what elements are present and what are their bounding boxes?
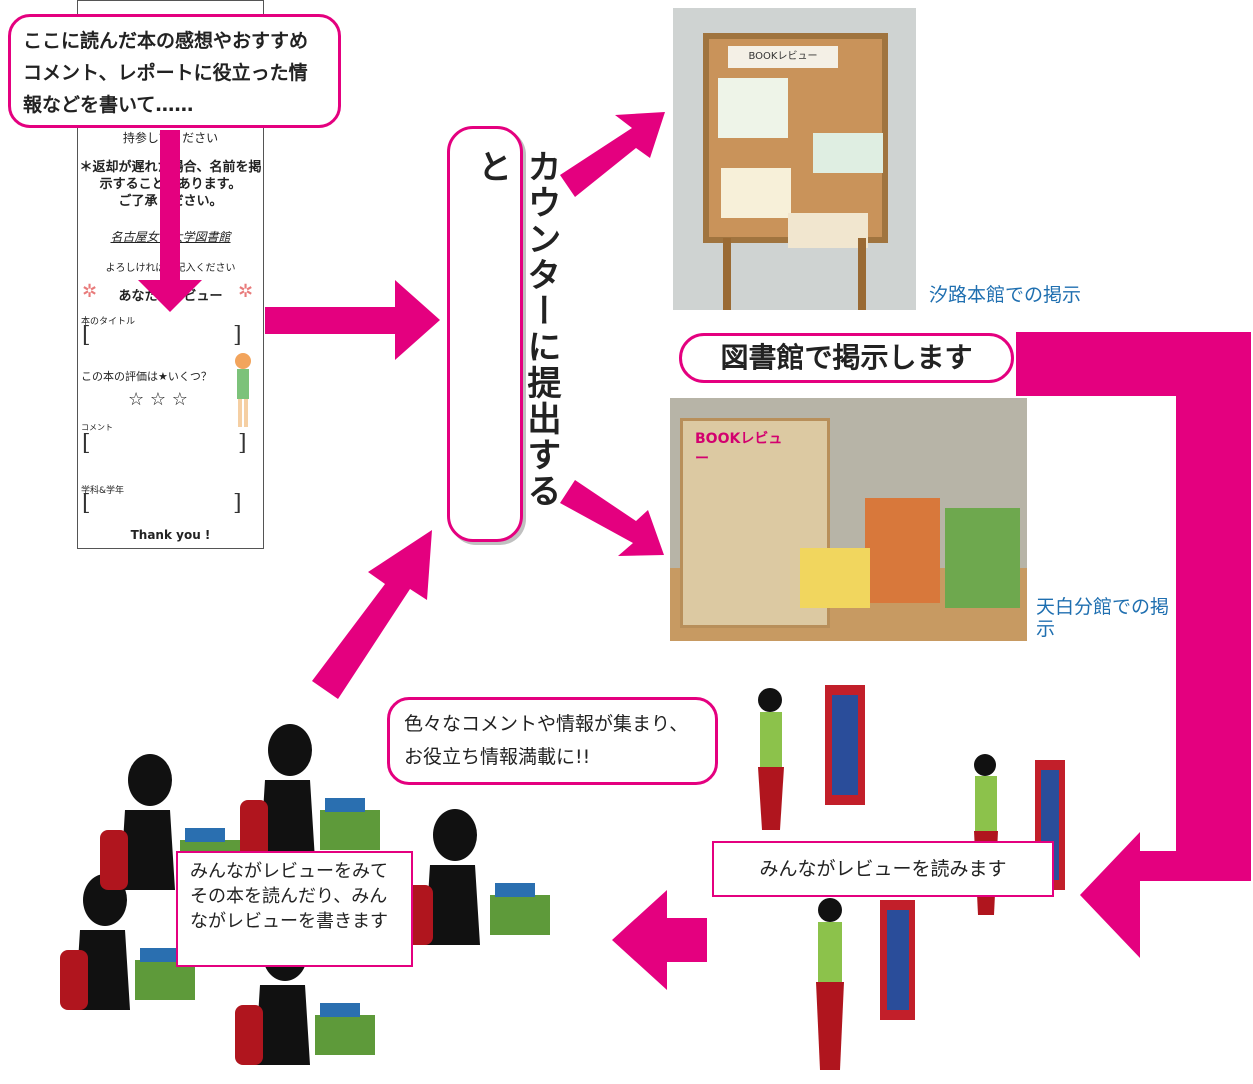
thanks-text: Thank you ! — [130, 528, 211, 542]
rating-stars: ☆ ☆ ☆ — [128, 389, 188, 410]
counter-bubble: カウンターに提出すると — [447, 126, 561, 542]
bracket: [ — [82, 323, 91, 348]
main-library-photo: BOOKレビュー — [673, 8, 916, 310]
board-title: BOOKレビュー — [728, 46, 838, 68]
main-library-caption: 汐路本館での掲示 — [929, 284, 1082, 306]
reader-figure — [758, 685, 865, 830]
rating-label: この本の評価は★いくつ？ — [81, 370, 212, 383]
instruction-bubble: ここに読んだ本の感想やおすすめコメント、レポートに役立った情報などを書いて…… — [8, 14, 341, 128]
girl-illustration — [235, 353, 251, 427]
dept-label: 学科&学年 — [81, 486, 125, 496]
bracket: [ — [82, 491, 91, 516]
branch-library-photo: BOOKレビュー — [670, 398, 1027, 641]
branch-library-caption: 天白分館での掲示 — [1036, 596, 1170, 640]
branch-board-title: BOOKレビュー — [695, 431, 783, 467]
snowflake-icon: ✲ — [238, 281, 254, 302]
display-bubble: 図書館で掲示します — [679, 333, 1014, 383]
counter-text: カウンターに提出すると — [472, 149, 561, 509]
bracket: ] — [233, 491, 242, 516]
read-bubble: みんながレビューを読みます — [712, 841, 1054, 897]
bracket: ] — [238, 431, 247, 456]
cycle-bubble: みんながレビューをみてその本を読んだり、みんながレビューを書きます — [176, 851, 413, 967]
title-label: 本のタイトル — [81, 317, 136, 327]
collect-bubble: 色々なコメントや情報が集まり、お役立ち情報満載に!! — [387, 697, 718, 785]
bracket: ] — [233, 323, 242, 348]
comment-label: コメント — [81, 423, 113, 432]
reader-figure — [816, 898, 915, 1070]
bracket: [ — [82, 431, 91, 456]
snowflake-icon: ✲ — [82, 281, 98, 302]
reader-figure — [974, 754, 1065, 915]
